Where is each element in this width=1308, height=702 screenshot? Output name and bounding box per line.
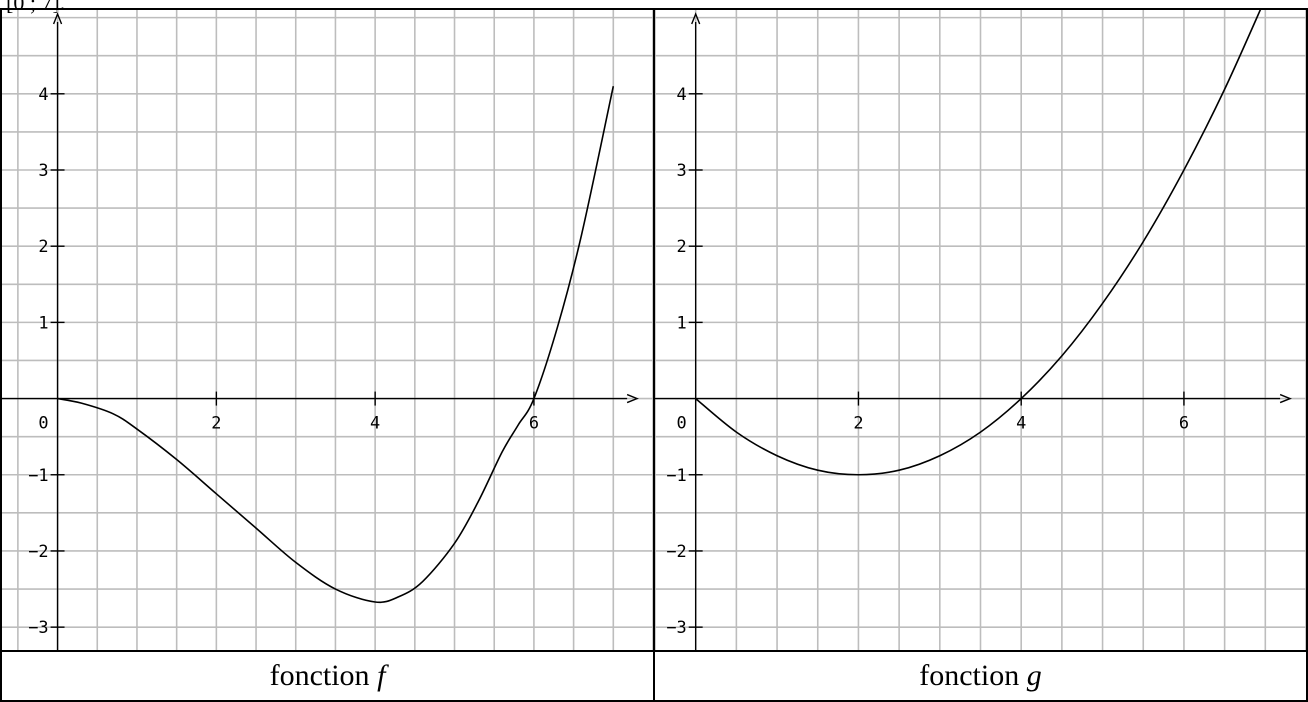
caption-f: fonction f: [0, 650, 655, 702]
x-tick-label: 2: [853, 413, 863, 433]
x-tick-label: 2: [211, 413, 221, 433]
origin-label: 0: [677, 413, 687, 433]
series-line-g: [695, 10, 1262, 476]
x-axis-arrow: [1279, 393, 1292, 404]
caption-g: fonction g: [653, 650, 1308, 702]
x-tick-label: 6: [1179, 413, 1189, 433]
y-axis-arrow: [52, 12, 63, 25]
caption-f-prefix: fonction: [269, 659, 378, 692]
y-tick-label: 1: [38, 312, 48, 332]
y-tick-label: −2: [28, 541, 48, 561]
caption-f-name: f: [377, 659, 386, 692]
x-tick-label: 4: [370, 413, 380, 433]
caption-g-name: g: [1026, 659, 1042, 692]
y-tick-label: −1: [666, 465, 686, 485]
x-axis-arrow: [626, 393, 639, 404]
y-axis-arrow: [691, 12, 701, 25]
plot-cell-f: 2 4 6 −3 −2 −1 1 2 3 4 0: [0, 8, 655, 652]
series-line-f: [57, 86, 615, 604]
y-tick-label: −1: [28, 465, 48, 485]
chart-f: 2 4 6 −3 −2 −1 1 2 3 4 0: [2, 10, 653, 650]
grid: [655, 10, 1306, 650]
figure-table: 2 4 6 −3 −2 −1 1 2 3 4 0 2 4 6 −3 −2 −1 1 2 3 4 0 fonction f…: [0, 8, 1308, 702]
caption-g-prefix: fonction: [919, 659, 1027, 692]
y-tick-label: 3: [677, 160, 687, 180]
x-tick-label: 6: [529, 413, 539, 433]
y-tick-label: 4: [677, 84, 687, 104]
x-tick-label: 4: [1016, 413, 1026, 433]
y-tick-label: −2: [666, 541, 686, 561]
chart-g: 2 4 6 −3 −2 −1 1 2 3 4 0: [655, 10, 1306, 650]
y-tick-label: −3: [666, 617, 686, 637]
y-tick-label: 1: [677, 312, 687, 332]
y-tick-label: 2: [677, 236, 687, 256]
y-tick-label: 2: [38, 236, 48, 256]
y-tick-label: −3: [28, 617, 48, 637]
origin-label: 0: [38, 413, 48, 433]
y-tick-label: 4: [38, 84, 48, 104]
grid: [2, 10, 653, 650]
plot-cell-g: 2 4 6 −3 −2 −1 1 2 3 4 0: [653, 8, 1308, 652]
y-tick-label: 3: [38, 160, 48, 180]
